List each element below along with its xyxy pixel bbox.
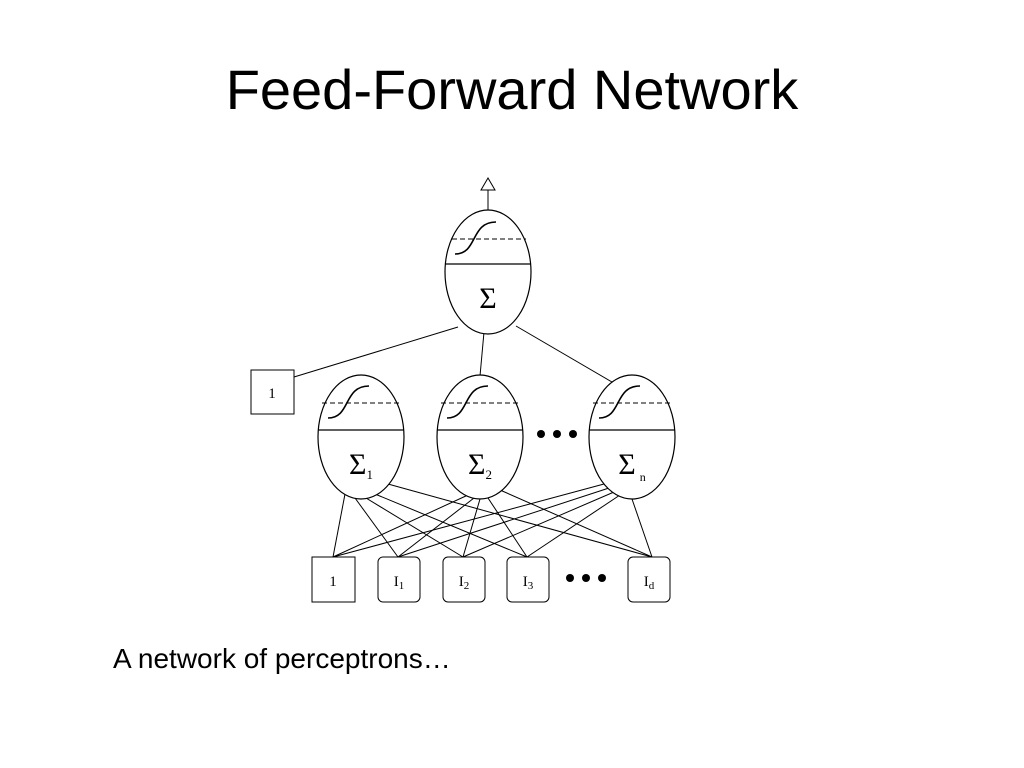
hidden-n-subscript: n: [640, 470, 646, 484]
sigmoid-icon: [454, 221, 497, 255]
hidden-2-subscript: 2: [485, 467, 492, 482]
input-2-subscript: 2: [464, 580, 470, 592]
input-unit-bias: 1: [311, 556, 356, 603]
slide-caption: A network of perceptrons…: [113, 643, 451, 674]
svg-text:I2: I2: [459, 574, 470, 592]
input-unit-2: I2: [442, 556, 486, 603]
input-d-subscript: d: [649, 580, 655, 592]
input-d-label: I: [644, 574, 649, 590]
input-1-label: I: [394, 574, 399, 590]
input-unit-d: Id: [627, 556, 671, 603]
hidden-1-subscript: 1: [366, 467, 373, 482]
input-bias-label: 1: [329, 574, 337, 590]
input-3-label: I: [523, 574, 528, 590]
input-2-label: I: [459, 574, 464, 590]
input-1-subscript: 1: [399, 580, 405, 592]
input-unit-1: I1: [377, 556, 421, 603]
input-3-subscript: 3: [528, 580, 534, 592]
hidden-n-sum-symbol: Σ: [618, 448, 635, 481]
hidden-ellipsis-icon: [537, 430, 577, 438]
hidden-1-sum-symbol: Σ: [349, 448, 366, 481]
input-unit-3: I3: [506, 556, 550, 603]
svg-text:I1: I1: [394, 574, 405, 592]
svg-text:Σ2: Σ2: [468, 448, 492, 482]
hidden-bias-label: 1: [268, 386, 276, 402]
output-arrow: [480, 177, 496, 210]
input-ellipsis-icon: [566, 574, 606, 582]
hidden-unit-1: Σ1: [317, 374, 405, 500]
svg-text:Σ1: Σ1: [349, 448, 373, 482]
sigmoid-icon: [446, 385, 489, 419]
svg-text:Id: Id: [644, 574, 655, 592]
svg-text:I3: I3: [523, 574, 534, 592]
hidden-to-output-connections: [293, 325, 613, 383]
hidden-unit-2: Σ2: [436, 374, 524, 500]
hidden-2-sum-symbol: Σ: [468, 448, 485, 481]
svg-text:Σn: Σn: [618, 448, 645, 484]
output-sum-symbol: Σ: [479, 282, 496, 315]
slide-title: Feed-Forward Network: [225, 58, 799, 121]
hidden-bias-unit: 1: [250, 369, 295, 415]
sigmoid-icon: [598, 385, 641, 419]
input-to-hidden-connections: [332, 483, 653, 558]
output-unit: Σ: [444, 209, 532, 335]
sigmoid-icon: [327, 385, 370, 419]
